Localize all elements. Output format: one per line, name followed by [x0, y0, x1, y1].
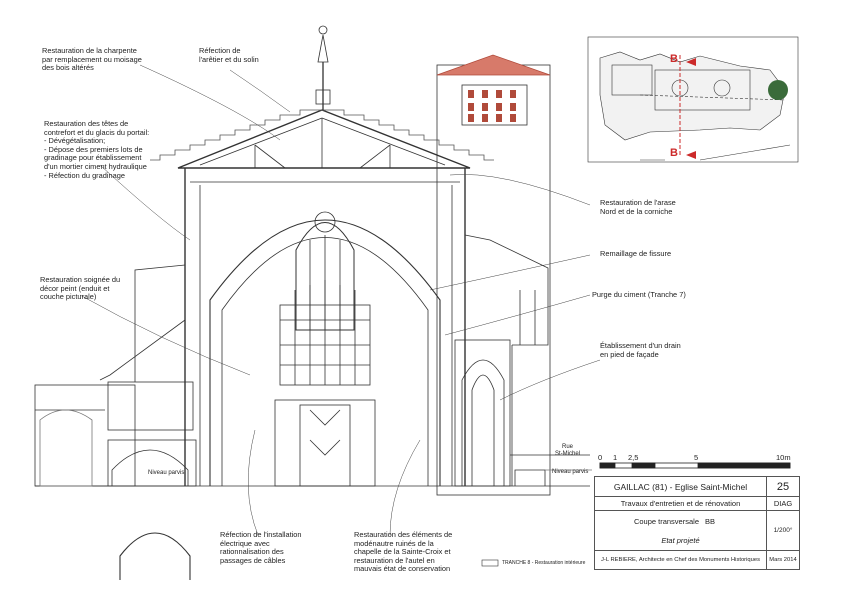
tb-architect: J-L REBIERE, Architecte en Chef des Monu…: [595, 551, 767, 569]
annotation-modenature: Restauration des éléments de modénautre …: [354, 530, 453, 574]
tb-state: Etat projeté: [595, 531, 767, 551]
plan-section-label-top: B: [670, 53, 678, 65]
scale-tick-5: 5: [694, 453, 699, 462]
section-arrow-top: [686, 58, 696, 66]
tb-drawing-title: Coupe transversale: [633, 516, 699, 526]
scale-tick-0: 0: [598, 453, 603, 462]
left-arch: [111, 449, 189, 486]
tb-section-id: BB: [705, 511, 767, 531]
bottom-vault: [119, 532, 191, 580]
scale-tick-10m: 10m: [776, 453, 791, 462]
annotation-remaillage: Remaillage de fissure: [600, 249, 672, 258]
annotation-charpente: Restauration de la charpente par remplac…: [42, 46, 142, 73]
annotation-electrique: Réfection de l'installation électrique a…: [220, 530, 302, 565]
annotation-decor: Restauration soignée du décor peint (end…: [40, 275, 121, 302]
annotation-aretier: Réfection de l'arêtier et du solin: [199, 46, 259, 64]
tb-date: Mars 2014: [769, 557, 797, 563]
plan-inset: [587, 36, 799, 163]
label-rue: Rue St-Michel: [555, 444, 581, 457]
tb-works: Travaux d'entretien et de rénovation: [595, 497, 767, 511]
label-niveau-parvis-left: Niveau parvis: [148, 470, 185, 476]
annotation-contreforts: Restauration des têtes de contrefort et …: [44, 119, 150, 180]
tb-phase: DIAG: [767, 497, 799, 511]
annotation-arase: Restauration de l'arase Nord et de la co…: [600, 198, 676, 216]
label-niveau-parvis-right: Niveau parvis: [552, 469, 589, 475]
scale-bar: [599, 462, 791, 469]
legend-swatch: [481, 559, 499, 567]
annotation-drain: Établissement d'un drain en pied de faça…: [600, 341, 681, 359]
tb-scale: 1/200°: [767, 511, 799, 551]
tb-project: GAILLAC (81) - Eglise Saint-Michel: [595, 477, 767, 497]
plan-section-label-bottom: B: [670, 147, 678, 159]
bell-tower: [436, 64, 551, 496]
section-arrow-bottom: [686, 151, 696, 159]
vegetation: [768, 80, 788, 100]
side-chapel: [454, 339, 511, 487]
title-block: GAILLAC (81) - Eglise Saint-Michel 25 Tr…: [594, 476, 800, 570]
scale-tick-2-5: 2,5: [628, 453, 639, 462]
gothic-window: [295, 222, 355, 331]
nave-vault: [209, 219, 441, 486]
legend-text: TRANCHE 8 - Restauration intérieure: [502, 560, 586, 566]
scale-tick-1: 1: [613, 453, 618, 462]
tb-number: 25: [767, 477, 799, 497]
annotation-purge: Purge du ciment (Tranche 7): [592, 290, 686, 299]
left-annex: [34, 384, 136, 487]
